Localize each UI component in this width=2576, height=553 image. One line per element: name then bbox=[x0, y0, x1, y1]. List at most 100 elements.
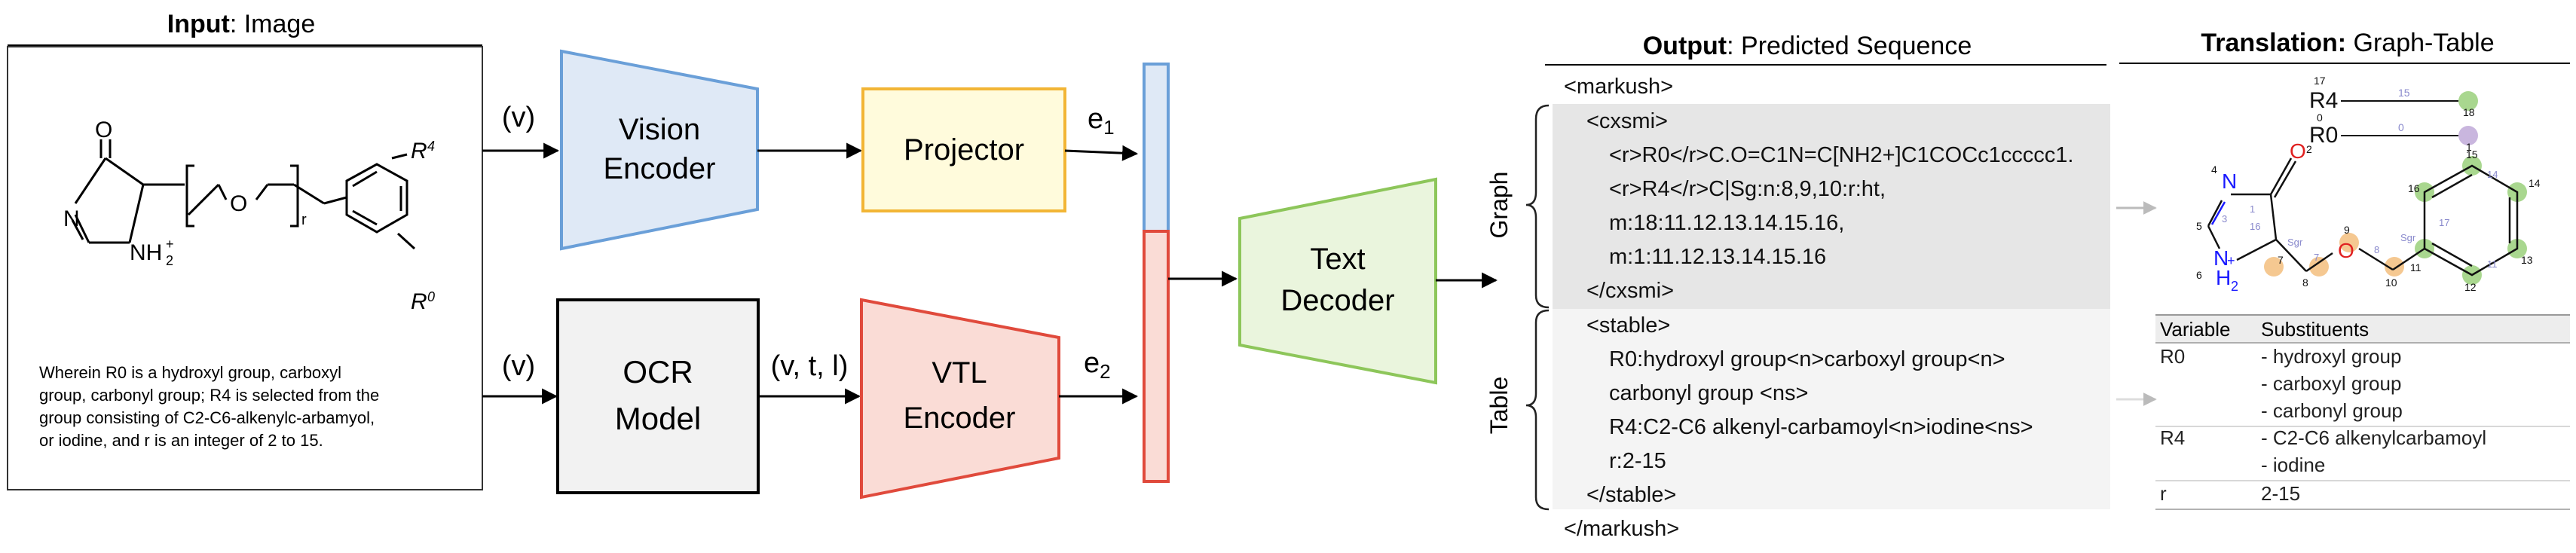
svg-text:14: 14 bbox=[2487, 169, 2498, 180]
svg-text:O: O bbox=[2338, 239, 2354, 262]
svg-text:17: 17 bbox=[2314, 75, 2326, 87]
svg-text:5: 5 bbox=[2196, 220, 2202, 232]
input-image-frame bbox=[7, 46, 483, 490]
svg-text:H: H bbox=[2216, 266, 2231, 289]
svg-text:2: 2 bbox=[166, 253, 173, 268]
svg-text:15: 15 bbox=[2466, 148, 2478, 160]
svg-text:r: r bbox=[301, 212, 307, 228]
graph-section-label: Graph bbox=[1485, 172, 1513, 239]
label-v-top: (v) bbox=[502, 102, 535, 133]
graph-section-bg bbox=[1553, 104, 2110, 309]
svg-text:+: + bbox=[166, 237, 174, 252]
embedding-e2-bar bbox=[1143, 230, 1170, 483]
translation-heading: Translation: Graph-Table bbox=[2201, 29, 2494, 57]
input-caption-line-3: group consisting of C2-C6-alkenylc-arbam… bbox=[39, 408, 375, 427]
label-e2: e2 bbox=[1084, 347, 1111, 383]
svg-text:NH: NH bbox=[130, 240, 162, 265]
text-decoder-label-2: Decoder bbox=[1280, 284, 1394, 317]
svg-text:R4: R4 bbox=[2309, 88, 2338, 113]
label-e2-sub: 2 bbox=[1100, 360, 1110, 383]
input-caption-line-1: Wherein R0 is a hydroxyl group, carboxyl bbox=[39, 363, 341, 382]
svg-text:+: + bbox=[2227, 253, 2235, 268]
seq-line: </markush> bbox=[1564, 517, 1679, 541]
svg-text:6: 6 bbox=[2196, 269, 2202, 281]
svg-text:1: 1 bbox=[2466, 141, 2472, 153]
svg-text:O: O bbox=[95, 118, 112, 142]
svg-text:11: 11 bbox=[2410, 261, 2422, 273]
translation-heading-rest: Graph-Table bbox=[2346, 29, 2495, 57]
svg-text:17: 17 bbox=[2439, 217, 2449, 228]
vtl-encoder-block bbox=[860, 298, 1060, 500]
translation-molecule-drawing: R4 R0 17 0 18 1 15 0 bbox=[2196, 75, 2541, 294]
svg-text:9: 9 bbox=[2344, 224, 2350, 236]
table-row-substituent: 2-15 bbox=[2261, 482, 2300, 505]
svg-text:0: 0 bbox=[2317, 112, 2323, 124]
svg-text:15: 15 bbox=[2398, 87, 2410, 99]
table-row-substituent: - carbonyl group bbox=[2261, 399, 2403, 422]
svg-text:R: R bbox=[411, 289, 427, 314]
seq-line: carbonyl group <ns> bbox=[1609, 381, 1808, 405]
translation-heading-bold: Translation: bbox=[2201, 29, 2346, 57]
sub-table-header-variable: Variable bbox=[2160, 318, 2230, 341]
projector-label: Projector bbox=[904, 133, 1024, 167]
svg-text:N: N bbox=[2213, 246, 2229, 270]
svg-text:2: 2 bbox=[2306, 143, 2312, 155]
input-molecule-labels: O N NH 2 + O r R 4 R 0 bbox=[63, 118, 435, 314]
svg-text:Sgr: Sgr bbox=[2287, 237, 2303, 248]
output-heading-bold: Output bbox=[1643, 32, 1727, 60]
vision-encoder-label-1: Vision bbox=[619, 113, 700, 146]
input-heading-bold: Input bbox=[167, 10, 230, 38]
label-vtl: (v, t, l) bbox=[771, 350, 849, 382]
output-heading-rest: : Predicted Sequence bbox=[1727, 32, 1972, 60]
svg-text:Sgr: Sgr bbox=[2400, 232, 2416, 243]
svg-text:11: 11 bbox=[2487, 258, 2498, 270]
svg-text:16: 16 bbox=[2408, 182, 2420, 194]
svg-text:O: O bbox=[2290, 139, 2306, 163]
input-caption-line-4: or iodine, and r is an integer of 2 to 1… bbox=[39, 431, 323, 450]
svg-text:7: 7 bbox=[2314, 252, 2319, 263]
label-e1-base: e bbox=[1088, 103, 1103, 135]
table-section-label: Table bbox=[1485, 377, 1513, 435]
text-decoder-label-1: Text bbox=[1310, 243, 1365, 276]
embedding-e1-bar bbox=[1143, 63, 1170, 233]
label-e2-base: e bbox=[1084, 347, 1100, 379]
table-row-substituent: - iodine bbox=[2261, 454, 2325, 476]
ocr-model-label-2: Model bbox=[615, 401, 701, 436]
output-heading: Output: Predicted Sequence bbox=[1643, 32, 1972, 60]
svg-text:3: 3 bbox=[2222, 213, 2227, 225]
svg-text:8: 8 bbox=[2374, 244, 2379, 255]
vision-encoder-label-2: Encoder bbox=[604, 152, 716, 185]
table-row-substituent: - hydroxyl group bbox=[2261, 345, 2401, 368]
svg-text:7: 7 bbox=[2278, 254, 2284, 266]
projector-block bbox=[861, 87, 1066, 212]
svg-text:14: 14 bbox=[2529, 177, 2541, 189]
table-row-substituent: - C2-C6 alkenylcarbamoyl bbox=[2261, 426, 2486, 449]
seq-line: <cxsmi> bbox=[1586, 109, 1668, 133]
sub-table-header-substituents: Substituents bbox=[2261, 318, 2369, 341]
table-bracket bbox=[1525, 309, 1550, 511]
svg-text:O: O bbox=[230, 191, 247, 216]
svg-text:8: 8 bbox=[2302, 276, 2308, 289]
sub-table-rows: R0 - hydroxyl group - carboxyl group - c… bbox=[2160, 345, 2486, 505]
sub-table-header-bg bbox=[2155, 316, 2570, 343]
svg-text:0: 0 bbox=[2398, 121, 2404, 133]
svg-text:16: 16 bbox=[2250, 221, 2260, 232]
seq-line: R0:hydroxyl group<n>carboxyl group<n> bbox=[1609, 347, 2005, 371]
seq-line: r:2-15 bbox=[1609, 449, 1666, 473]
seq-line: <r>R4</r>C|Sg:n:8,9,10:r:ht, bbox=[1609, 177, 1886, 201]
table-row-variable: R0 bbox=[2160, 345, 2185, 368]
svg-text:18: 18 bbox=[2463, 106, 2475, 118]
seq-line: </cxsmi> bbox=[1586, 279, 1674, 303]
svg-text:R0: R0 bbox=[2309, 123, 2338, 148]
svg-text:N: N bbox=[63, 206, 80, 231]
svg-text:2: 2 bbox=[2231, 279, 2238, 294]
svg-text:N: N bbox=[2222, 170, 2237, 193]
label-e1-sub: 1 bbox=[1103, 116, 1114, 139]
label-v-bottom: (v) bbox=[502, 350, 535, 382]
seq-line: <markush> bbox=[1564, 75, 1673, 99]
table-row-variable: r bbox=[2160, 482, 2167, 505]
table-row-substituent: - carboxyl group bbox=[2261, 372, 2401, 395]
input-heading: Input: Image bbox=[167, 10, 315, 38]
seq-line: R4:C2-C6 alkenyl-carbamoyl<n>iodine<ns> bbox=[1609, 415, 2033, 439]
ocr-model-block bbox=[556, 298, 760, 494]
